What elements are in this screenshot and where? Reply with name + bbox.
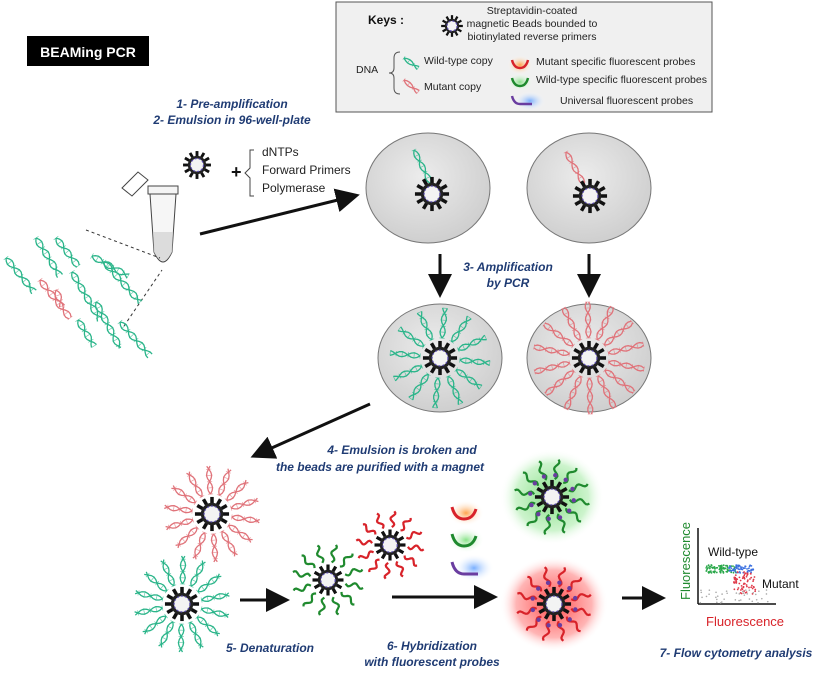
tube-guide-line-top xyxy=(85,229,161,259)
key-wild-type-text: Wild-type copy xyxy=(424,55,494,67)
keys-heading: Keys : xyxy=(368,13,404,27)
key-wild-type-dna-icon xyxy=(402,56,420,70)
pcr-tube-icon xyxy=(121,171,179,263)
probe-universal-glow xyxy=(454,554,494,582)
denatured-bead-wild-type xyxy=(292,544,364,616)
key-universal-probe-icon xyxy=(510,95,532,106)
reagent-brace-icon xyxy=(244,149,254,197)
purified-bead-wild-type xyxy=(134,555,230,653)
flow-cytometry-plot xyxy=(697,528,776,605)
amplified-bead-wild-type xyxy=(389,307,491,409)
denatured-bead-mutant xyxy=(355,510,425,580)
reagent-forward-primers: Forward Primers xyxy=(262,163,351,177)
page-title: BEAMing PCR xyxy=(40,44,136,60)
step-4-label-line2: the beads are purified with a magnet xyxy=(276,460,485,474)
tube-guide-line-bottom xyxy=(123,269,163,327)
plot-mutant-label: Mutant xyxy=(762,577,799,591)
key-universal-probe-text: Universal fluorescent probes xyxy=(560,95,693,107)
step-2-label: 2- Emulsion in 96-well-plate xyxy=(152,113,311,127)
probe-wild-type-glow xyxy=(448,527,484,553)
key-bead-text-3: biotinylated reverse primers xyxy=(468,31,597,43)
arrow-to-emulsion xyxy=(199,188,360,236)
probe-universal-icon xyxy=(450,561,478,576)
droplet-bead-mutant xyxy=(563,150,608,214)
key-mutant-probe-icon xyxy=(510,59,530,70)
hybridized-bead-mutant xyxy=(516,566,592,642)
probe-wild-type-icon xyxy=(450,533,478,548)
plot-scatter-points xyxy=(699,564,769,604)
step-4-label: 4- Emulsion is broken and xyxy=(326,443,477,457)
step-6-label: 6- Hybridization xyxy=(387,639,477,653)
key-bead-icon xyxy=(441,15,463,37)
key-mutant-probe-glow xyxy=(507,55,533,75)
probe-mutant-glow xyxy=(448,500,484,526)
plot-wild-type-label: Wild-type xyxy=(708,545,758,559)
key-mutant-text: Mutant copy xyxy=(424,81,482,93)
amplified-bead-mutant xyxy=(533,301,645,415)
key-universal-probe-glow xyxy=(514,91,546,111)
key-bead-text-2: magnetic Beads bounded to xyxy=(467,18,598,30)
key-bead-text-1: Streptavidin-coated xyxy=(487,5,578,17)
purified-bead-mutant xyxy=(164,465,260,563)
dna-fragment-cluster xyxy=(3,235,153,359)
key-wild-probe-text: Wild-type specific fluorescent probes xyxy=(536,74,707,86)
hybridized-bead-wild-type xyxy=(514,459,590,535)
step-1-label: 1- Pre-amplification xyxy=(176,97,287,111)
step-5-label: 5- Denaturation xyxy=(226,641,314,655)
key-wild-probe-icon xyxy=(510,77,530,88)
key-mutant-dna-icon xyxy=(402,78,420,94)
reagent-polymerase: Polymerase xyxy=(262,181,326,195)
arrow-break-emulsion xyxy=(250,402,371,459)
plot-x-label: Fluorescence xyxy=(706,614,784,629)
key-mutant-probe-text: Mutant specific fluorescent probes xyxy=(536,56,695,68)
key-dna-label: DNA xyxy=(356,64,378,76)
step-6-label-line2: with fluorescent probes xyxy=(364,655,500,669)
reagent-plus: + xyxy=(231,162,242,182)
plot-y-label: Fluorescence xyxy=(678,522,693,600)
key-wild-probe-glow xyxy=(507,73,533,91)
reagent-dntps: dNTPs xyxy=(262,145,299,159)
step-3-label: 3- Amplification xyxy=(463,260,553,274)
probe-mutant-icon xyxy=(450,506,478,521)
key-dna-brace-icon xyxy=(388,51,401,95)
step-3-label-line2: by PCR xyxy=(487,276,530,290)
step-7-label: 7- Flow cytometry analysis xyxy=(660,646,813,660)
reagent-bead-icon xyxy=(183,151,211,179)
droplet-bead-wild-type xyxy=(411,148,450,212)
title-box xyxy=(27,36,149,66)
